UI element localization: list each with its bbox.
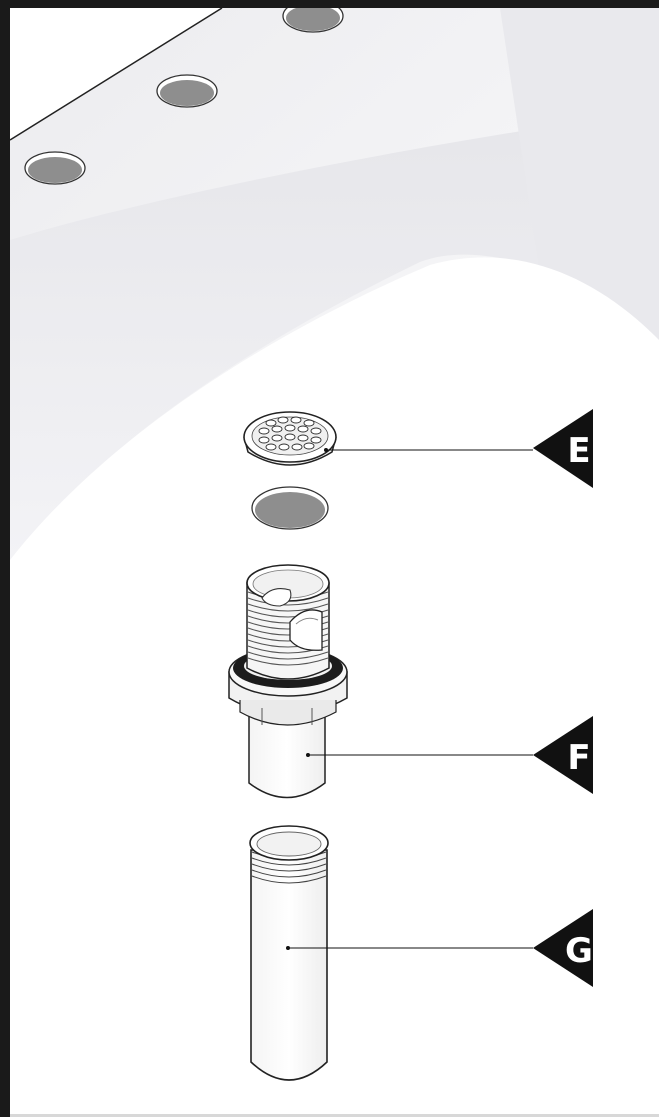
strainer-holes [258,416,322,451]
callout-g-label: G [565,931,593,971]
faucet-hole-left [24,151,86,185]
callout-e: E [533,409,593,488]
callout-f-label: F [567,738,590,778]
faucet-hole-center [156,74,218,108]
leader-lines [286,448,533,950]
callout-f: F [533,716,593,794]
callout-g: G [533,909,593,987]
callout-g-arrow [533,909,593,987]
callout-e-arrow [533,409,593,488]
drain-hole [251,486,329,530]
tailpiece-threads [251,851,327,884]
tailpiece [249,825,329,1081]
callout-e-label: E [567,431,590,471]
drain-body [228,564,348,799]
callout-f-arrow [533,716,593,794]
strainer-grid [243,411,337,466]
faucet-hole-right [282,0,344,33]
